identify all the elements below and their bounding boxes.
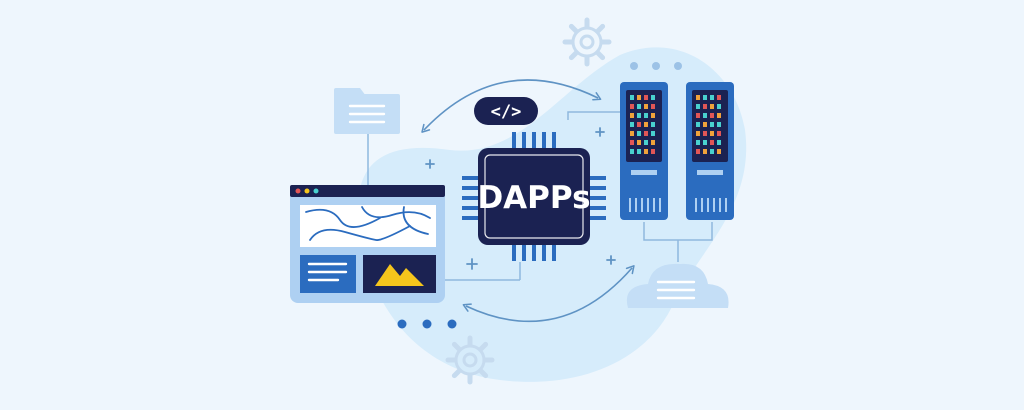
folder-icon [334,88,400,134]
cloud-icon [626,263,729,308]
gear-icon-top [562,17,612,67]
image-panel [363,255,436,293]
chip-inner-border [484,154,584,239]
code-badge-label: </> [491,102,522,122]
chip-body [478,148,590,245]
dot-row-bottom [397,319,457,329]
server-slot-left [631,170,657,175]
chip-pins [462,132,606,261]
mountain-icon [375,264,424,286]
chip-icon: DAPPs [462,132,606,261]
window-dot-red [295,188,301,194]
server-vents-right [695,198,727,212]
server-vents-left [629,198,661,212]
dot-row-top [630,62,682,70]
server-slot-right [697,170,723,175]
map-paths [305,206,431,241]
map-panel [300,205,436,247]
window-dot-yellow [304,188,310,194]
arrow-bottom [462,265,635,323]
chip-label: DAPPs [477,180,590,216]
window-dot-green [313,188,319,194]
gear-icon-bottom [445,335,495,385]
text-panel [300,255,356,293]
server-rack-left [620,82,668,220]
browser-window [290,185,445,303]
server-leds-right [696,95,721,154]
code-badge: </> [474,97,538,125]
server-leds-left [630,95,655,154]
arrow-top [421,79,602,133]
browser-title-bar [290,185,445,197]
server-rack-right [686,82,734,220]
